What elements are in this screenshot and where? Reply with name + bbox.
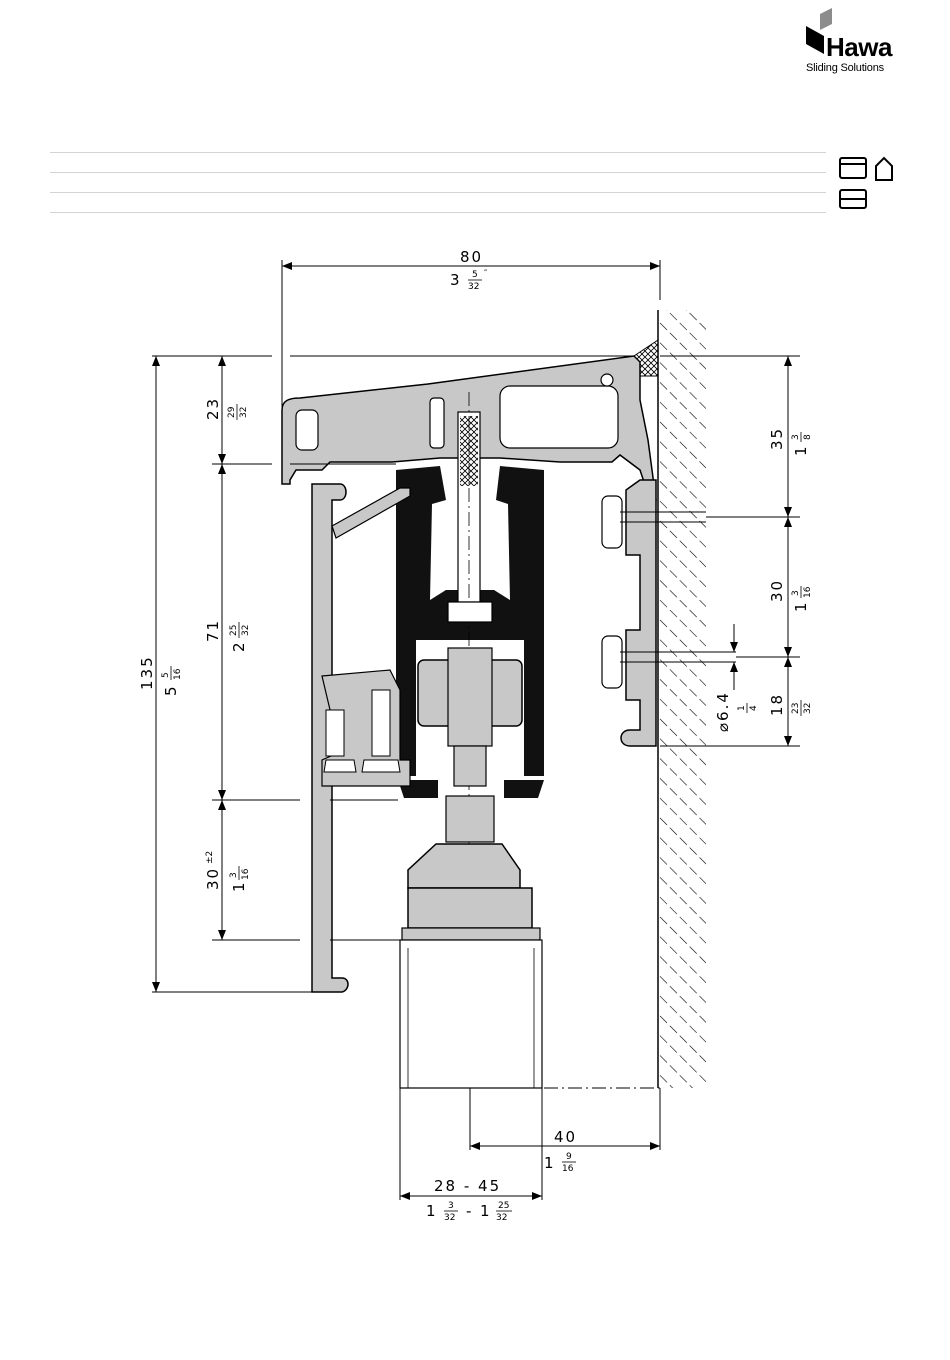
dim-offset-mm: 40 [554,1128,577,1146]
screw-channel [601,374,613,386]
dim-top-in-den: 32 [239,407,249,418]
dim-top-in-num: 29 [227,406,237,418]
wall-plug [602,496,622,548]
dim-clearance-mm: 30 [204,867,222,890]
dim-wall-bottom-in-den: 32 [803,703,813,714]
track-chamber [296,410,318,450]
dim-clearance-in-num: 3 [229,872,239,878]
dim-clearance-tolerance: ±2 [205,851,215,864]
dim-wall-middle-in-den: 16 [803,586,813,598]
dim-wall-bottom-in-num: 23 [791,703,801,714]
dim-door-in-b-num: 25 [498,1201,509,1211]
dim-wall-top-mm: 35 [768,427,786,450]
dim-wall-bottom-mm: 18 [768,693,786,716]
dim-door-dash: - [466,1202,473,1220]
dim-offset-in-whole: 1 [544,1154,556,1172]
dim-offset-in-num: 9 [566,1152,572,1162]
wall-plug [602,636,622,688]
suspension-nut [448,602,492,622]
runner-foot-right [504,780,544,798]
door-bracket [408,888,532,928]
wall-section [658,310,706,1088]
dim-wall-middle-in-num: 3 [791,590,801,596]
dim-width-in-whole: 3 [450,271,462,289]
dim-hole-in-den: 4 [749,705,759,711]
dim-door-in-b-den: 32 [496,1213,507,1223]
dim-clearance-in-den: 16 [241,868,251,880]
dim-top-mm: 23 [204,397,222,420]
dim-width-in-num: 5 [472,270,478,280]
dim-door-thickness-mm: 28 - 45 [434,1177,501,1195]
suspension-bolt [454,746,486,786]
inch-mark: ″ [484,269,488,279]
dim-height-in-den: 16 [173,668,183,680]
dim-middle-in-whole: 2 [230,640,248,652]
wall-bracket [621,480,656,746]
dim-middle-in-den: 32 [241,625,251,636]
dim-hole-mm: ⌀6.4 [714,691,732,732]
carriage-wheel [448,648,492,746]
dim-height-mm: 135 [138,655,156,690]
door-bracket [408,844,520,888]
dim-offset-in-den: 16 [562,1164,574,1174]
dim-door-in-a-whole: 1 [426,1202,438,1220]
dim-wall-middle-in-whole: 1 [792,600,810,612]
track-chamber [430,398,444,448]
dim-door-in-b-whole: 1 [480,1202,492,1220]
dim-wall-top-in-den: 8 [803,434,813,440]
dim-wall-middle-mm: 30 [768,579,786,602]
dim-door-in-a-den: 32 [444,1213,455,1223]
dim-height-in-whole: 5 [162,684,180,696]
suspension-bolt [446,796,494,842]
dim-middle-in-num: 25 [229,625,239,636]
dim-wall-top-in-whole: 1 [792,444,810,456]
dim-width-mm: 80 [460,248,483,266]
door-leaf [400,940,660,1088]
dim-height-in-num: 5 [161,672,171,678]
dim-width-in-den: 32 [468,282,479,292]
dim-hole-in-num: 1 [737,705,747,711]
track-chamber [500,386,618,448]
dim-door-in-a-num: 3 [448,1201,454,1211]
dim-clearance-in-whole: 1 [230,880,248,892]
dim-wall-top-in-num: 3 [791,434,801,440]
door-bracket [402,928,540,940]
dim-middle-mm: 71 [204,619,222,642]
